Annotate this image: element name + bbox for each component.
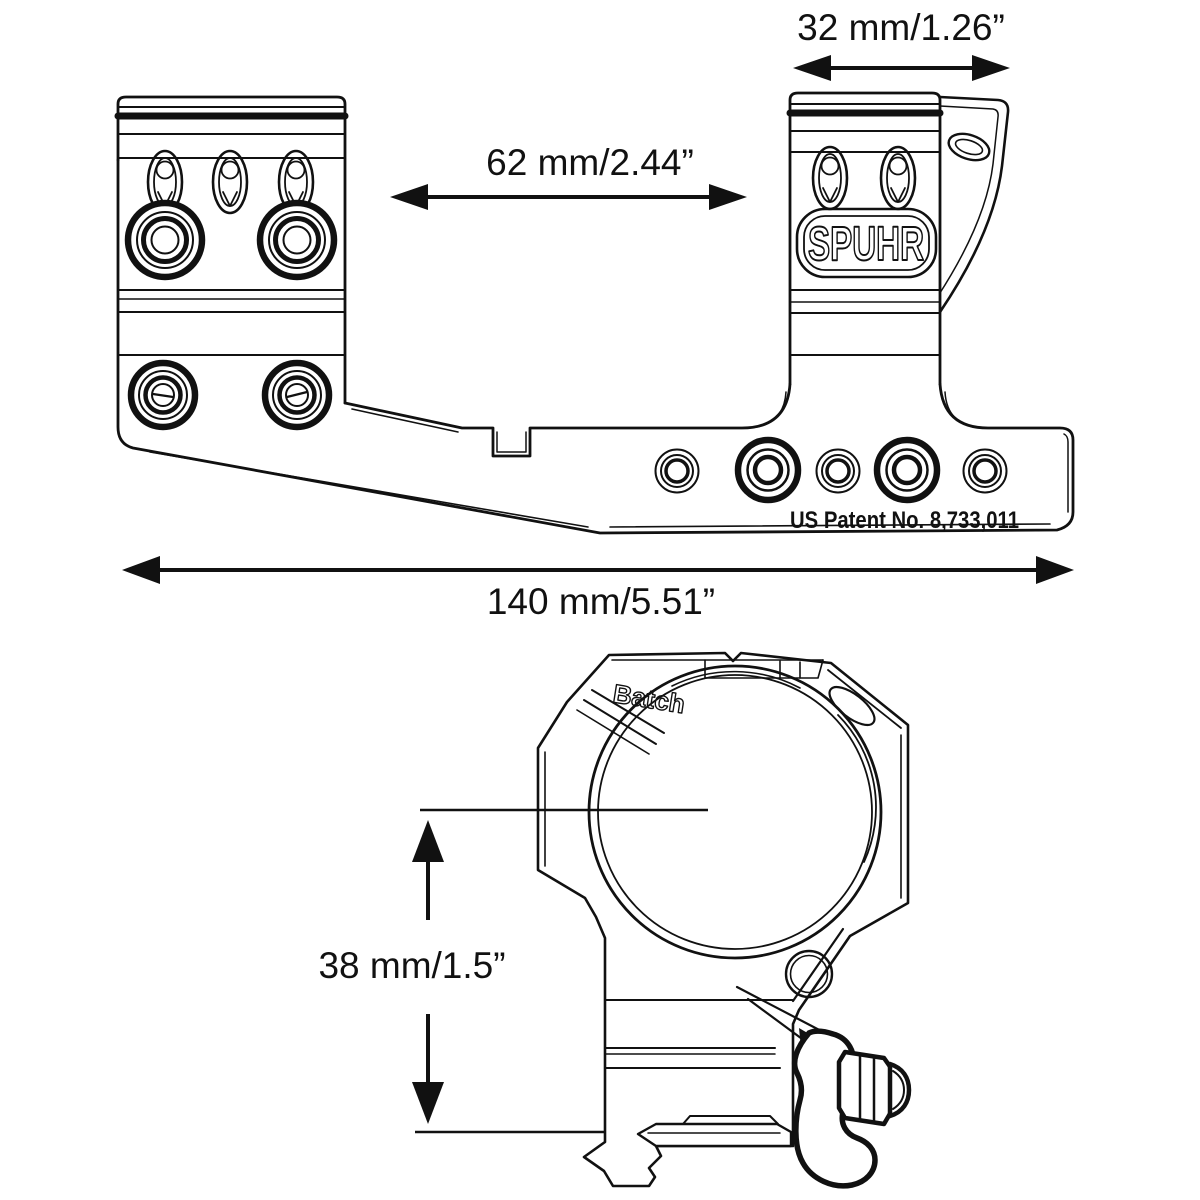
cap-grooves-right <box>786 103 944 153</box>
mount-base-rail <box>116 158 1075 535</box>
front-slot-hole <box>828 685 876 727</box>
spuhr-logo-badge: SPUHR <box>795 207 938 279</box>
top-index-notch <box>723 651 743 663</box>
rear-ring-block: SPUHR <box>786 91 1010 386</box>
right-leg-fillet-inner <box>944 391 981 429</box>
dimension-ring-spacing: 62 mm/2.44” <box>390 142 747 210</box>
base-screws-left <box>127 359 333 431</box>
dimension-centre-height: 38 mm/1.5” <box>318 808 708 1134</box>
dimension-ring-cap-width: 32 mm/1.26” <box>793 7 1010 81</box>
bottom-inner-line-left <box>149 451 589 528</box>
arrowhead-left <box>122 556 160 584</box>
band-grooves-left <box>117 289 346 356</box>
tail-inner-line <box>351 408 459 433</box>
arrowhead-right <box>972 55 1010 81</box>
qd-lever <box>791 1028 912 1189</box>
arrowhead-left <box>390 184 428 210</box>
right-edge-inner <box>1063 433 1069 513</box>
ring-cap-screws-left <box>124 199 338 281</box>
front-ring-block <box>114 95 349 431</box>
front-plate-outline <box>536 651 910 1188</box>
lever-nut <box>836 1049 894 1127</box>
dimension-ring-spacing-label: 62 mm/2.44” <box>486 142 694 183</box>
clamp-column-grooves <box>604 999 794 1069</box>
clamp-bolt-hole <box>784 949 834 999</box>
bore-inner-arc <box>837 714 877 863</box>
wing-slot <box>947 132 991 162</box>
dimension-overall-length: 140 mm/5.51” <box>122 556 1074 622</box>
bottom-inner-line-right <box>609 523 1051 528</box>
rail-screw-holes <box>654 436 1008 504</box>
patent-text: US Patent No. 8,733,011 <box>790 507 1019 534</box>
ring-front-view: Batch <box>536 651 912 1189</box>
left-leg-fillet-inner <box>749 391 787 429</box>
band-grooves-right <box>789 289 941 356</box>
arrowhead-up <box>412 820 444 862</box>
side-profile-view: US Patent No. 8,733,011 <box>114 91 1075 535</box>
dimension-ring-cap-width-label: 32 mm/1.26” <box>797 7 1005 48</box>
rail-hole-small-2 <box>815 448 861 494</box>
rail-hole-small-3 <box>962 448 1008 494</box>
recoil-lug-inner <box>496 431 527 453</box>
side-wing-inner <box>937 105 999 297</box>
rail-interface-bar <box>636 1115 793 1148</box>
dimension-overall-length-label: 140 mm/5.51” <box>487 581 715 622</box>
rail-screw-bold-2 <box>873 436 941 504</box>
dimension-centre-height-label: 38 mm/1.5” <box>318 945 505 986</box>
spuhr-logo-text: SPUHR <box>808 218 924 271</box>
arrowhead-right <box>709 184 747 210</box>
rail-screw-bold-1 <box>734 436 802 504</box>
bore-top-arc <box>671 670 801 689</box>
slot-hole <box>211 149 249 215</box>
arrowhead-left <box>793 55 831 81</box>
scope-bore <box>587 664 883 960</box>
slot-hole <box>811 145 849 211</box>
nut-cap <box>887 1061 912 1119</box>
arrowhead-right <box>1036 556 1074 584</box>
rail-hole-small-1 <box>654 448 700 494</box>
side-wing <box>938 95 1010 314</box>
nut-cap-inner <box>892 1070 905 1110</box>
arrowhead-down <box>412 1082 444 1124</box>
